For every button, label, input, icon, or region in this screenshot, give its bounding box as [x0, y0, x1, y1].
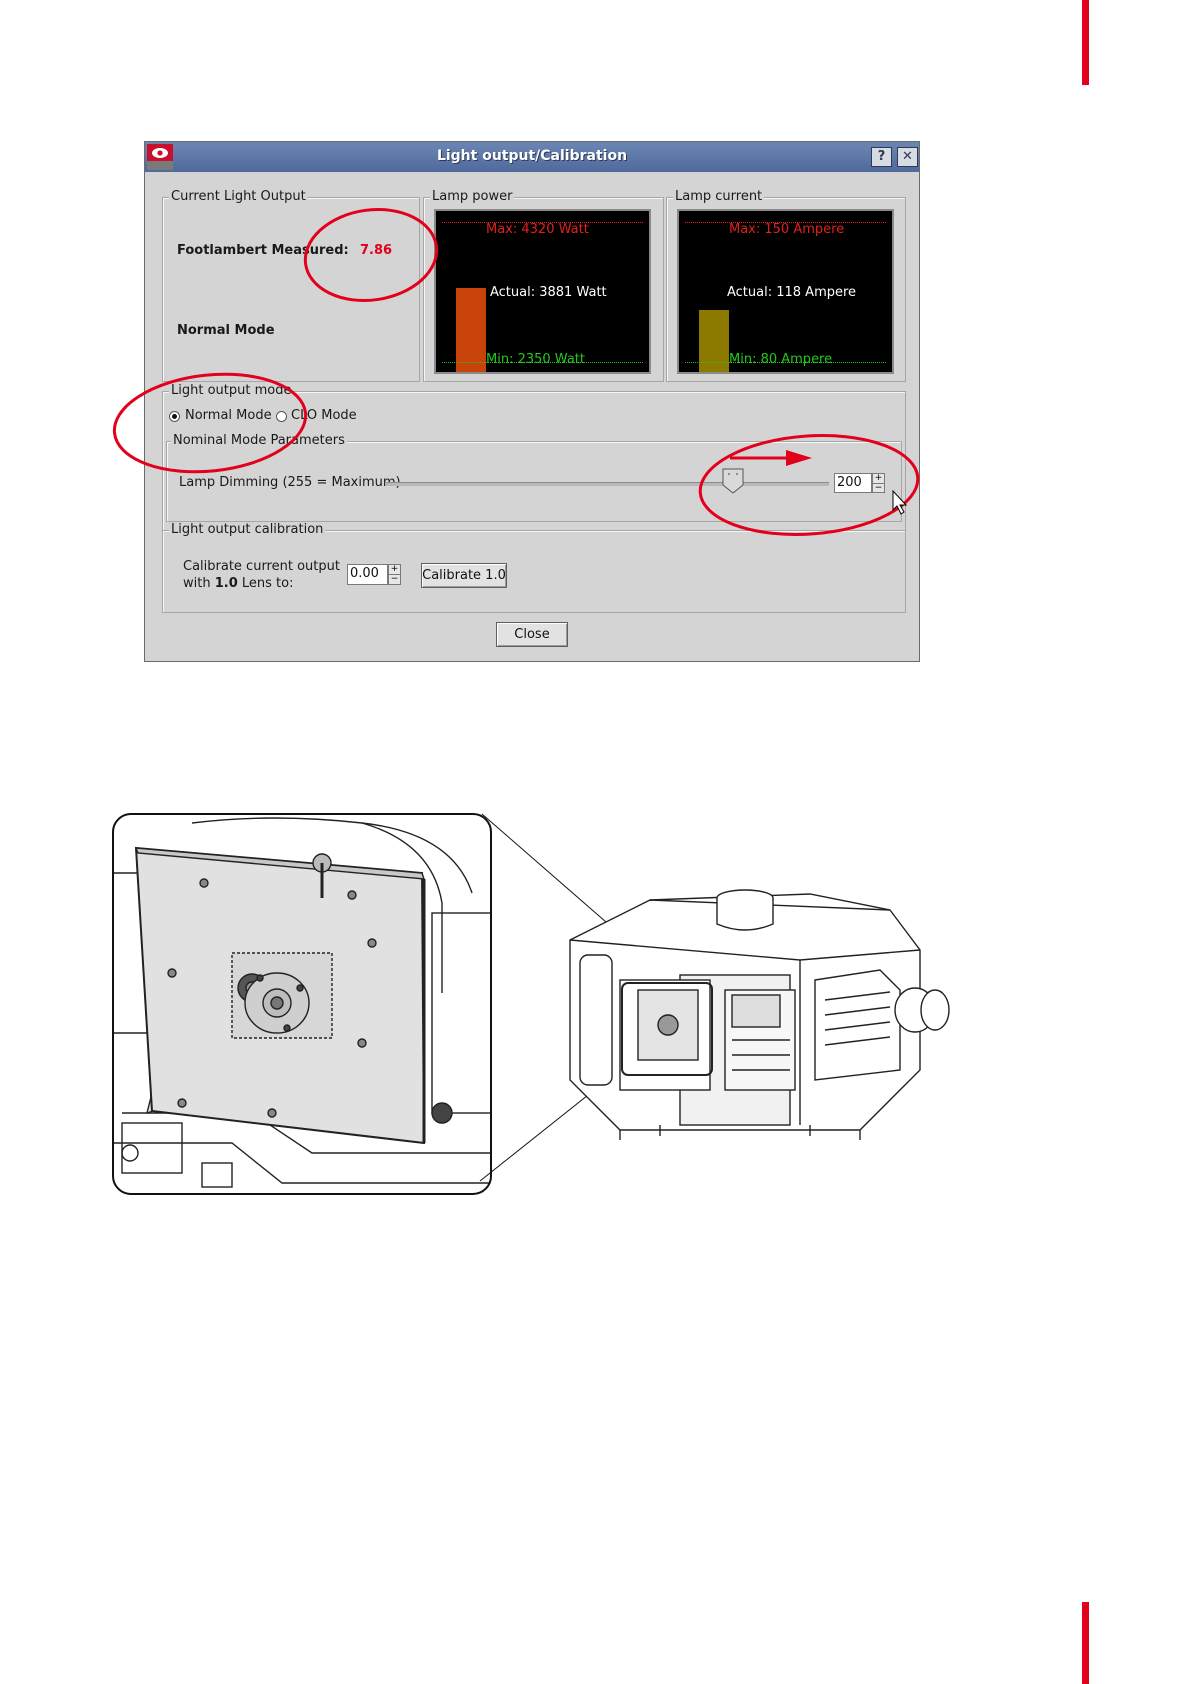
calibrate-label-line1: Calibrate current output	[183, 559, 340, 574]
mouse-cursor-icon	[892, 489, 908, 515]
dimming-highlight-ellipse	[698, 434, 920, 536]
current-mode-label: Normal Mode	[177, 323, 275, 338]
help-button[interactable]: ?	[871, 147, 892, 167]
lamp-power-legend: Lamp power	[430, 189, 515, 204]
lamp-current-meter: Max: 150 Ampere Actual: 118 Ampere Min: …	[677, 209, 894, 374]
footlambert-value: 7.86	[360, 243, 393, 258]
nominal-mode-parameters-legend: Nominal Mode Parameters	[171, 433, 347, 448]
lamp-house-detail-illustration	[112, 813, 492, 1195]
calibrate-label-line2: with 1.0 Lens to:	[183, 576, 294, 591]
lamp-current-min-label: Min: 80 Ampere	[729, 352, 833, 367]
page-corner-mark-top	[1082, 0, 1089, 85]
current-light-output-legend: Current Light Output	[169, 189, 308, 204]
lamp-power-max-line	[442, 222, 643, 223]
lamp-power-meter: Max: 4320 Watt Actual: 3881 Watt Min: 23…	[434, 209, 651, 374]
clo-mode-option-label[interactable]: CLO Mode	[291, 408, 357, 423]
mode-highlight-ellipse	[112, 372, 308, 474]
light-output-calibration-dialog: Light output/Calibration ? ✕ Current Lig…	[144, 141, 920, 662]
clo-mode-radio[interactable]	[276, 411, 287, 422]
calibrate-value-spinner[interactable]: + −	[388, 564, 401, 585]
projector-illustration	[569, 889, 950, 1140]
lamp-power-group: Lamp power Max: 4320 Watt Actual: 3881 W…	[423, 189, 664, 382]
dialog-title: Light output/Calibration	[436, 148, 628, 164]
page-corner-mark-bottom	[1082, 1602, 1089, 1684]
lamp-current-bar	[699, 310, 729, 372]
dialog-titlebar: Light output/Calibration ? ✕	[145, 142, 919, 172]
annotation-overlay	[112, 208, 920, 536]
lamp-current-min-line	[685, 362, 886, 363]
lamp-dimming-value-input[interactable]: 200	[834, 473, 872, 493]
lamp-power-min-line	[442, 362, 643, 363]
increase-arrowhead-icon	[786, 450, 812, 466]
lamp-power-max-label: Max: 4320 Watt	[486, 222, 589, 237]
nominal-mode-parameters-group: Nominal Mode Parameters Lamp Dimming (25…	[166, 433, 902, 522]
footlambert-highlight-ellipse	[303, 208, 439, 302]
normal-mode-option-label[interactable]: Normal Mode	[185, 408, 272, 423]
lamp-current-max-label: Max: 150 Ampere	[729, 222, 845, 237]
light-output-calibration-legend: Light output calibration	[169, 522, 326, 537]
close-window-button[interactable]: ✕	[897, 147, 918, 167]
lamp-current-max-line	[685, 222, 886, 223]
lamp-current-legend: Lamp current	[673, 189, 765, 204]
lamp-dimming-label: Lamp Dimming (255 = Maximum)	[179, 475, 401, 490]
spin-down-icon[interactable]: −	[874, 483, 883, 493]
app-logo-icon	[147, 144, 173, 170]
light-output-calibration-group: Light output calibration Calibrate curre…	[162, 522, 906, 613]
lamp-dimming-spinner[interactable]: + −	[872, 473, 885, 493]
lamp-power-bar	[456, 288, 486, 372]
lamp-power-min-label: Min: 2350 Watt	[486, 352, 585, 367]
calibrate-button[interactable]: Calibrate 1.0	[421, 563, 507, 588]
lamp-dimming-slider-thumb[interactable]	[722, 468, 744, 494]
light-output-mode-legend: Light output mode	[169, 383, 294, 398]
light-output-mode-group: Light output mode Normal Mode CLO Mode N…	[162, 383, 906, 531]
normal-mode-radio[interactable]	[169, 411, 180, 422]
calibrate-value-input[interactable]: 0.00	[347, 564, 388, 585]
close-button[interactable]: Close	[496, 622, 568, 647]
lamp-power-actual-label: Actual: 3881 Watt	[490, 285, 607, 300]
lamp-current-actual-label: Actual: 118 Ampere	[727, 285, 857, 300]
spin-up-icon[interactable]: +	[873, 473, 884, 484]
spin-up-icon[interactable]: +	[389, 564, 400, 575]
spin-down-icon[interactable]: −	[390, 574, 399, 584]
lamp-dimming-slider-track[interactable]	[386, 482, 829, 486]
lamp-current-group: Lamp current Max: 150 Ampere Actual: 118…	[666, 189, 906, 382]
